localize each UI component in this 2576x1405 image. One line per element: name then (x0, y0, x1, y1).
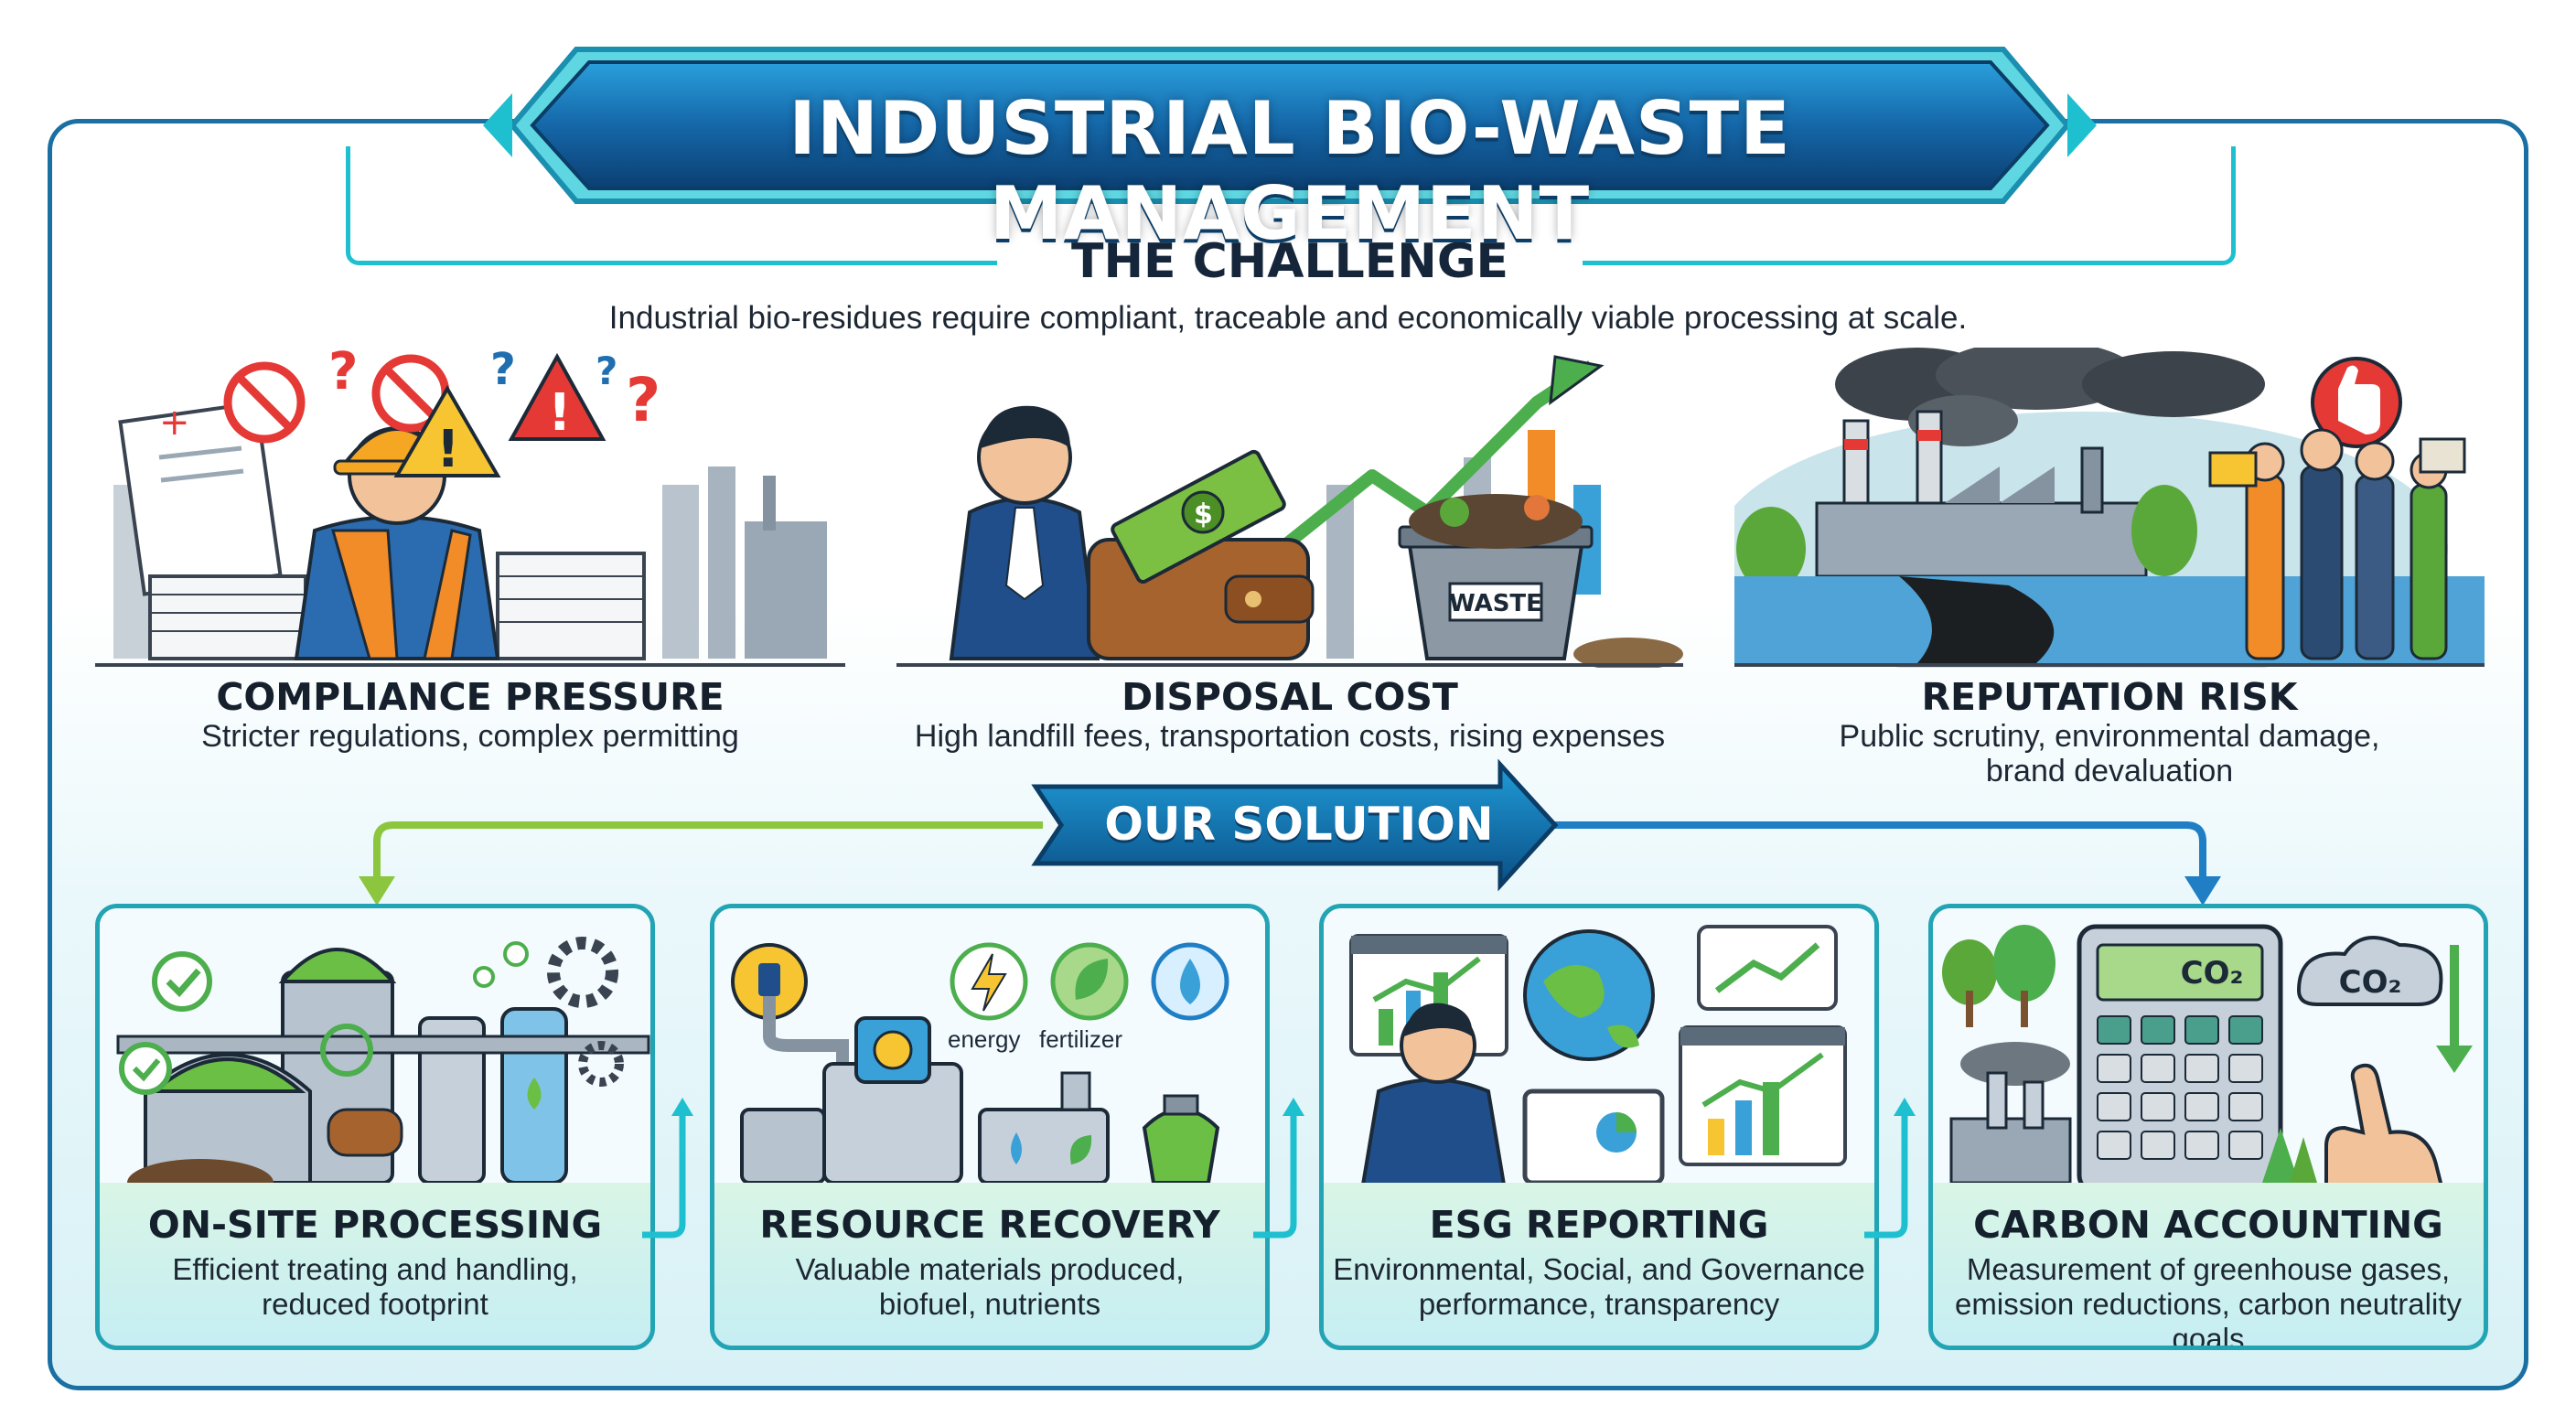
compliance-baseline (95, 663, 845, 667)
compliance-illustration: + ! ! ? ? ? ? (113, 348, 827, 660)
resource-recovery-description: Valuable materials produced, biofuel, nu… (795, 1252, 1185, 1321)
connector-2-to-3 (1253, 1098, 1304, 1239)
svg-text:?: ? (626, 365, 660, 435)
challenge-heading: THE CHALLENGE (997, 234, 1583, 298)
connector-1-to-2 (642, 1098, 693, 1239)
solution-card-on-site-processing: ON-SITE PROCESSING Efficient treating an… (95, 904, 655, 1350)
esg-reporting-description: Environmental, Social, and Governance pe… (1333, 1252, 1865, 1321)
carbon-accounting-illustration: CO₂ CO₂ (1933, 908, 2484, 1201)
resource-recovery-title: RESOURCE RECOVERY (759, 1203, 1220, 1247)
energy-label: energy (948, 1025, 1021, 1053)
svg-text:?: ? (490, 348, 516, 395)
disposal-cost-title: DISPOSAL COST (1122, 675, 1458, 719)
challenge-reputation-risk: REPUTATION RISK Public scrutiny, environ… (1734, 348, 2485, 805)
compliance-description: Stricter regulations, complex permitting (201, 719, 739, 754)
page-title: INDUSTRIAL BIO-WASTE MANAGEMENT (789, 86, 1791, 256)
svg-text:$: $ (1194, 499, 1213, 531)
resource-recovery-illustration: energy fertilizer (714, 908, 1265, 1201)
on-site-processing-illustration (100, 908, 650, 1201)
challenge-disposal-cost: $ WASTE DISPOSAL COST High landfill fees… (896, 348, 1683, 805)
solution-card-resource-recovery: energy fertilizer RESOURCE RECOVERY Valu… (710, 904, 1270, 1350)
esg-reporting-footer (1324, 1183, 1874, 1346)
svg-text:!: ! (548, 383, 572, 443)
svg-text:!: ! (436, 420, 460, 479)
disposal-cost-description: High landfill fees, transportation costs… (914, 719, 1666, 754)
solution-card-carbon-accounting: CO₂ CO₂ CARBON ACCOUNTING Measurement of… (1928, 904, 2488, 1350)
esg-reporting-title: ESG REPORTING (1429, 1203, 1769, 1247)
solution-heading: OUR SOLUTION (1104, 798, 1494, 851)
challenge-compliance: + ! ! ? ? ? ? COMPLIANCE PRESSURE Strict… (95, 348, 845, 805)
carbon-accounting-footer (1933, 1183, 2484, 1346)
disposal-cost-illustration: $ WASTE (949, 355, 1683, 668)
co2-cloud-label: CO₂ (2339, 964, 2402, 1001)
on-site-processing-title: ON-SITE PROCESSING (147, 1203, 603, 1247)
reputation-risk-illustration (1734, 348, 2485, 668)
reputation-risk-title: REPUTATION RISK (1921, 675, 2298, 719)
esg-reporting-illustration (1324, 908, 1874, 1201)
on-site-processing-footer (100, 1183, 650, 1346)
co2-display-label: CO₂ (2181, 955, 2244, 992)
reputation-risk-description: Public scrutiny, environmental damage, b… (1839, 719, 2380, 788)
reputation-risk-baseline (1734, 663, 2485, 667)
on-site-processing-description: Efficient treating and handling, reduced… (172, 1252, 578, 1321)
solution-card-esg-reporting: ESG REPORTING Environmental, Social, and… (1319, 904, 1879, 1350)
connector-3-to-4 (1864, 1098, 1916, 1239)
carbon-accounting-title: CARBON ACCOUNTING (1973, 1203, 2443, 1247)
svg-text:?: ? (596, 349, 617, 393)
waste-label: WASTE (1449, 590, 1542, 617)
resource-recovery-footer (714, 1183, 1265, 1346)
challenge-description: Industrial bio-residues require complian… (608, 300, 1968, 336)
disposal-cost-baseline (896, 663, 1683, 667)
title-banner: INDUSTRIAL BIO-WASTE MANAGEMENT (476, 38, 2104, 256)
fertilizer-label: fertilizer (1039, 1025, 1122, 1053)
compliance-title: COMPLIANCE PRESSURE (216, 675, 724, 719)
svg-text:+: + (159, 402, 190, 444)
svg-text:?: ? (328, 348, 358, 402)
carbon-accounting-description: Measurement of greenhouse gases, emissio… (1955, 1252, 2462, 1350)
